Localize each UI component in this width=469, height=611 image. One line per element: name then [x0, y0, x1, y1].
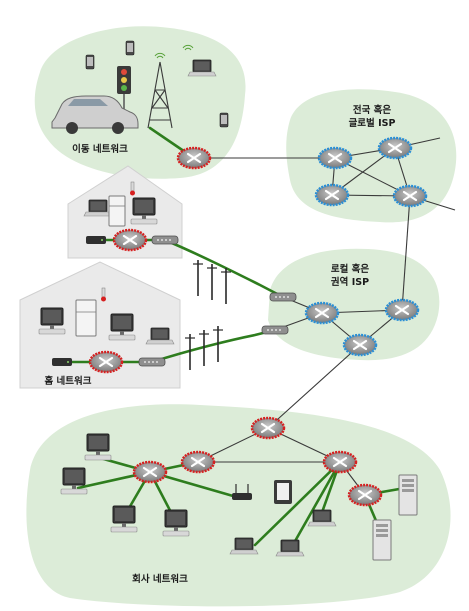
phone-icon: [85, 54, 95, 70]
thermometer-icon: [130, 181, 135, 196]
refrigerator-icon: [75, 299, 97, 337]
mobile-network-label: 이동 네트워크: [72, 143, 128, 155]
desktop-icon: [38, 307, 66, 335]
router-icon: [250, 416, 286, 440]
regional-isp-region: [268, 248, 440, 361]
enterprise-devices: [60, 433, 418, 561]
router-icon: [132, 460, 168, 484]
router-icon: [384, 298, 420, 322]
tablet-icon: [274, 480, 292, 504]
upper-house-devices: [83, 181, 179, 245]
router-icon: [377, 136, 413, 160]
desktop-icon: [110, 505, 138, 533]
server-icon: [398, 474, 418, 516]
router-icon: [112, 228, 148, 252]
phone-icon: [125, 40, 135, 56]
utility-pole-icon: [192, 259, 204, 297]
server-icon: [372, 519, 392, 561]
house-lower: [19, 261, 181, 389]
router-icon: [304, 301, 340, 325]
thermometer-icon: [101, 287, 106, 302]
modem-icon: [52, 358, 72, 366]
enterprise-network-label: 회사 네트워크: [132, 573, 188, 585]
phone-icon: [219, 112, 229, 128]
utility-pole-icon: [220, 267, 232, 305]
router-icon: [342, 333, 378, 357]
router-icon: [322, 450, 358, 474]
utility-poles: [184, 259, 232, 371]
router-icon: [347, 483, 383, 507]
dsl-access-icon: [261, 325, 289, 335]
lower-house-devices: [38, 287, 175, 367]
desktop-icon: [108, 313, 136, 341]
traffic-light-icon: [117, 66, 131, 118]
wireless-access-point-icon: [232, 484, 252, 500]
desktop-icon: [162, 509, 190, 537]
desktop-icon: [130, 197, 158, 225]
desktop-icon: [60, 467, 88, 495]
desktop-icon: [84, 433, 112, 461]
router-icon: [88, 350, 124, 374]
cable-headend-icon: [269, 292, 297, 302]
refrigerator-icon: [108, 195, 126, 227]
home-network-label: 홈 네트워크: [44, 375, 91, 387]
global-isp-label-line2: 글로벌 ISP: [349, 117, 396, 129]
router-icon: [314, 183, 350, 207]
utility-pole-icon: [206, 263, 218, 301]
router-icon: [317, 146, 353, 170]
router-icon: [180, 450, 216, 474]
global-isp-label-line1: 전국 혹은: [353, 104, 392, 116]
router-icon: [176, 146, 212, 170]
cell-tower-icon: [147, 52, 173, 129]
mobile-devices: [51, 40, 229, 134]
regional-isp-label-line2: 권역 ISP: [331, 276, 369, 288]
access-device-icon: [138, 357, 166, 367]
modem-icon: [86, 236, 106, 244]
car-icon: [51, 95, 139, 134]
regional-isp-label-line1: 로컬 혹은: [331, 263, 370, 275]
access-device-icon: [151, 235, 179, 245]
router-icon: [392, 184, 428, 208]
